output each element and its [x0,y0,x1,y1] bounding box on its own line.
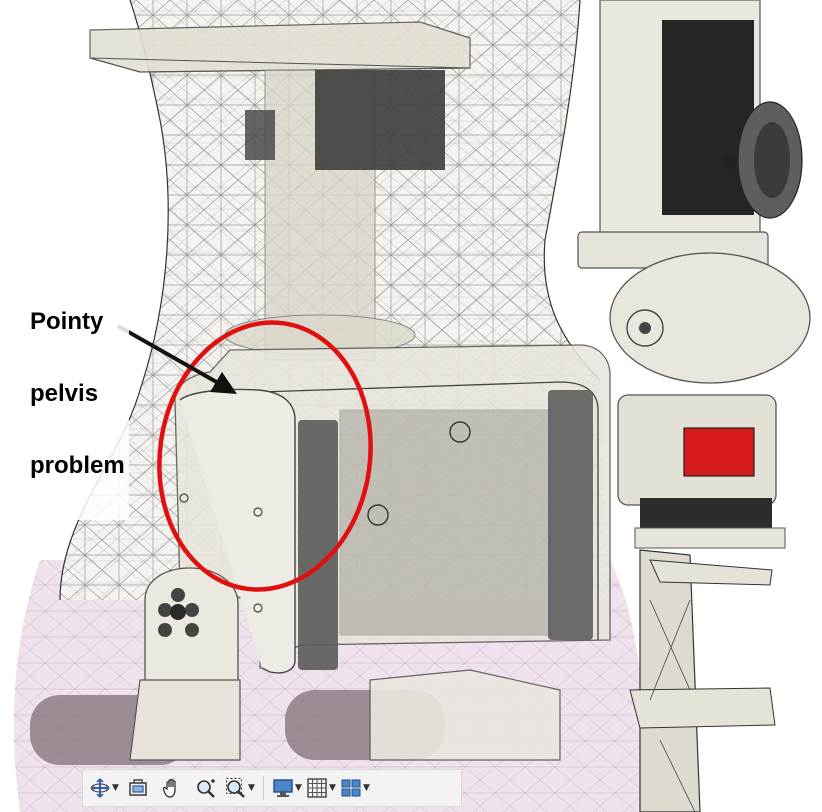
look-at-icon [129,779,147,796]
left-hip-joint [30,567,561,765]
zoom-window-icon [226,778,245,798]
orbit-dropdown-caret[interactable]: ▼ [112,783,119,793]
viewports-dropdown-caret[interactable]: ▼ [363,783,370,793]
annotation-line-1: Pointy [30,308,104,335]
display-settings-dropdown-caret[interactable]: ▼ [295,783,302,793]
right-actuator-stack [577,0,811,812]
shoulder-plate [89,21,471,73]
grid-snap-button[interactable]: ▼ [306,773,336,803]
toolbar-separator [263,776,264,800]
zoom-button[interactable] [191,773,221,803]
zoom-plus-icon [197,779,215,798]
zoom-window-dropdown-caret[interactable]: ▼ [248,783,255,793]
navigation-toolbar: ▼ ▼ ▼ [82,769,462,807]
annotation-line-3: problem [30,452,125,479]
annotation-arrow [117,324,237,394]
orbit-icon [90,778,110,798]
grid-icon [307,778,327,798]
zoom-window-button[interactable]: ▼ [225,773,255,803]
orbit-button[interactable]: ▼ [89,773,119,803]
pan-button[interactable] [157,773,187,803]
hand-icon [162,778,176,798]
problem-highlight-circle [157,320,373,592]
grid-snap-dropdown-caret[interactable]: ▼ [329,783,336,793]
annotation-line-2: pelvis [30,380,99,407]
viewports-icon [341,779,361,797]
look-at-button[interactable] [123,773,153,803]
viewports-button[interactable]: ▼ [340,773,370,803]
annotation-label: Pointy pelvis problem [26,268,129,520]
display-settings-button[interactable]: ▼ [272,773,302,803]
monitor-icon [273,779,293,797]
